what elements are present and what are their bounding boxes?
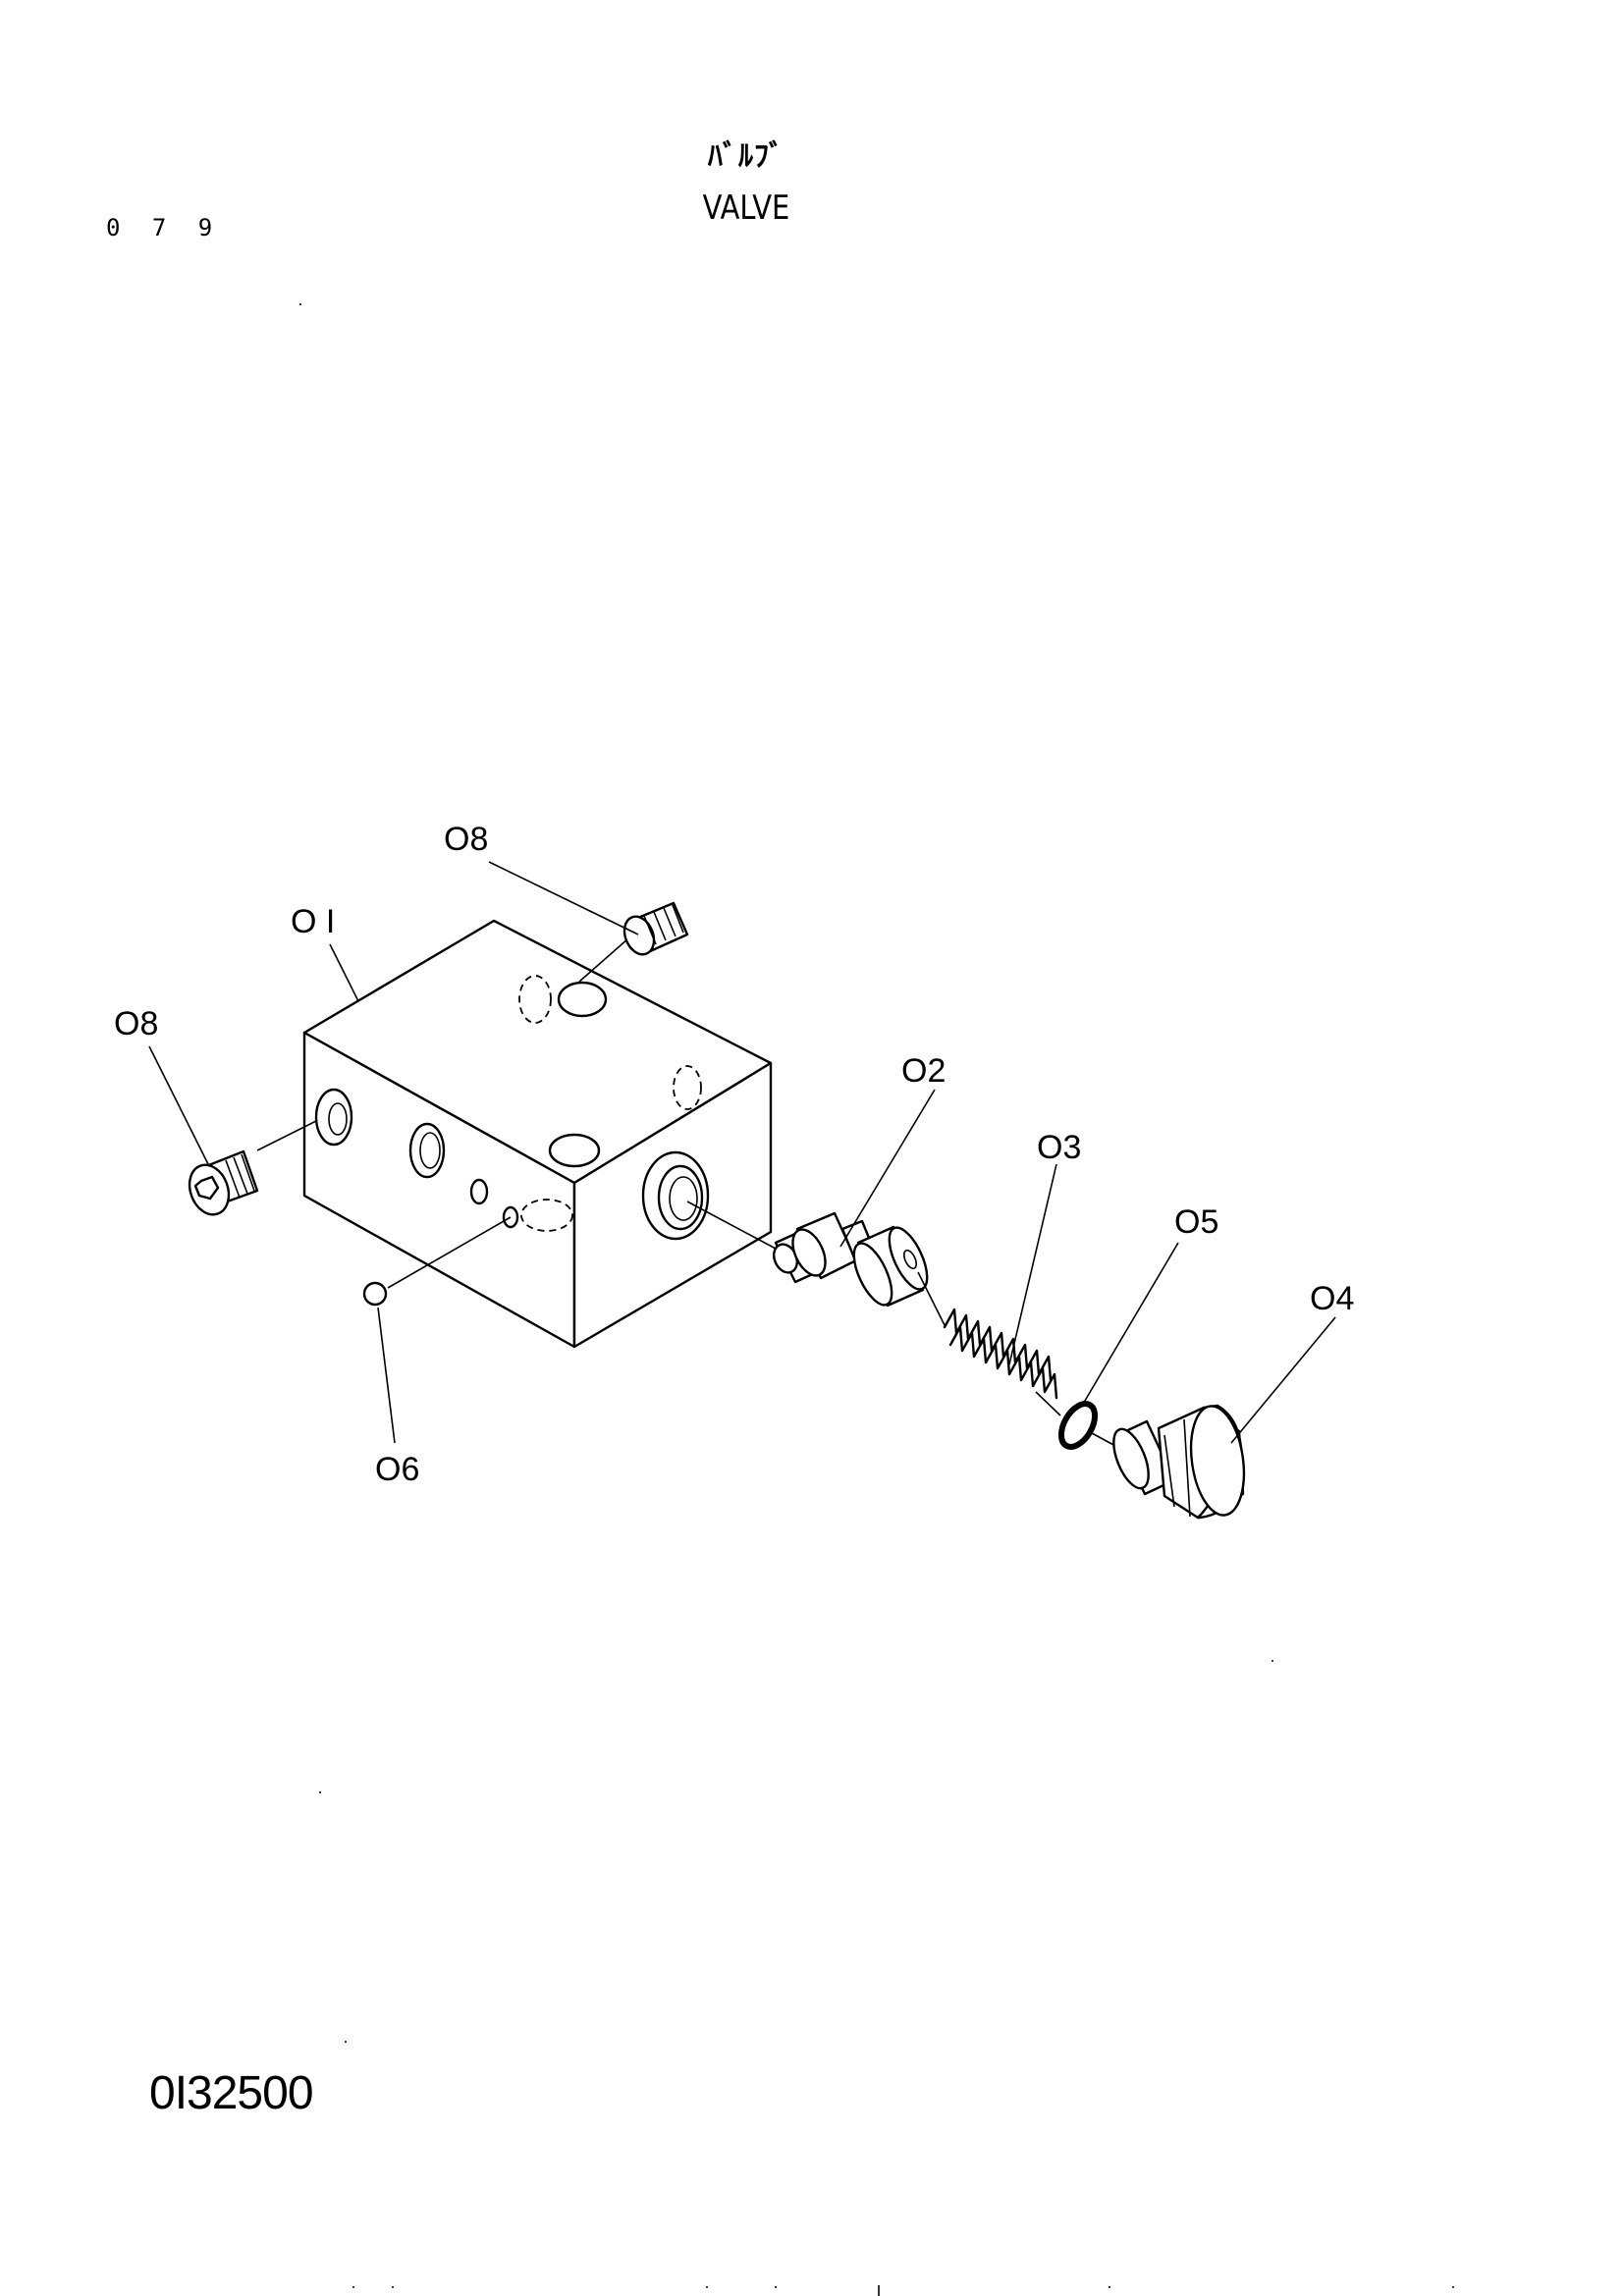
callout-06: O6 [375, 1451, 419, 1488]
callout-08-top: O8 [444, 821, 488, 858]
callout-05: O5 [1174, 1203, 1218, 1241]
valve-body-part-01 [302, 919, 773, 1349]
title-block: ﾊﾞﾙﾌﾞ VALVE [628, 137, 864, 230]
plug-part-08-left [188, 1120, 317, 1216]
drawing-number: 0I32500 [149, 2067, 314, 2119]
callout-04: O4 [1310, 1280, 1354, 1317]
spring-part-03 [917, 1271, 1061, 1416]
leader-lines [148, 861, 1336, 1444]
plug-part-04 [1112, 1404, 1246, 1520]
ball-part-06 [362, 1216, 512, 1307]
scan-specks [299, 303, 1454, 2296]
title-japanese: ﾊﾞﾙﾌﾞ [708, 139, 784, 174]
callout-08-left: O8 [114, 1005, 158, 1042]
plug-part-08-top [578, 901, 689, 983]
title-english: VALVE [702, 188, 790, 228]
spool-part-02 [686, 1201, 929, 1308]
callout-02: O2 [901, 1052, 946, 1090]
callout-01: O I [291, 903, 335, 940]
o-ring-part-05 [1057, 1401, 1118, 1450]
callout-03: O3 [1037, 1129, 1081, 1166]
page-number: 0 7 9 [106, 214, 222, 241]
